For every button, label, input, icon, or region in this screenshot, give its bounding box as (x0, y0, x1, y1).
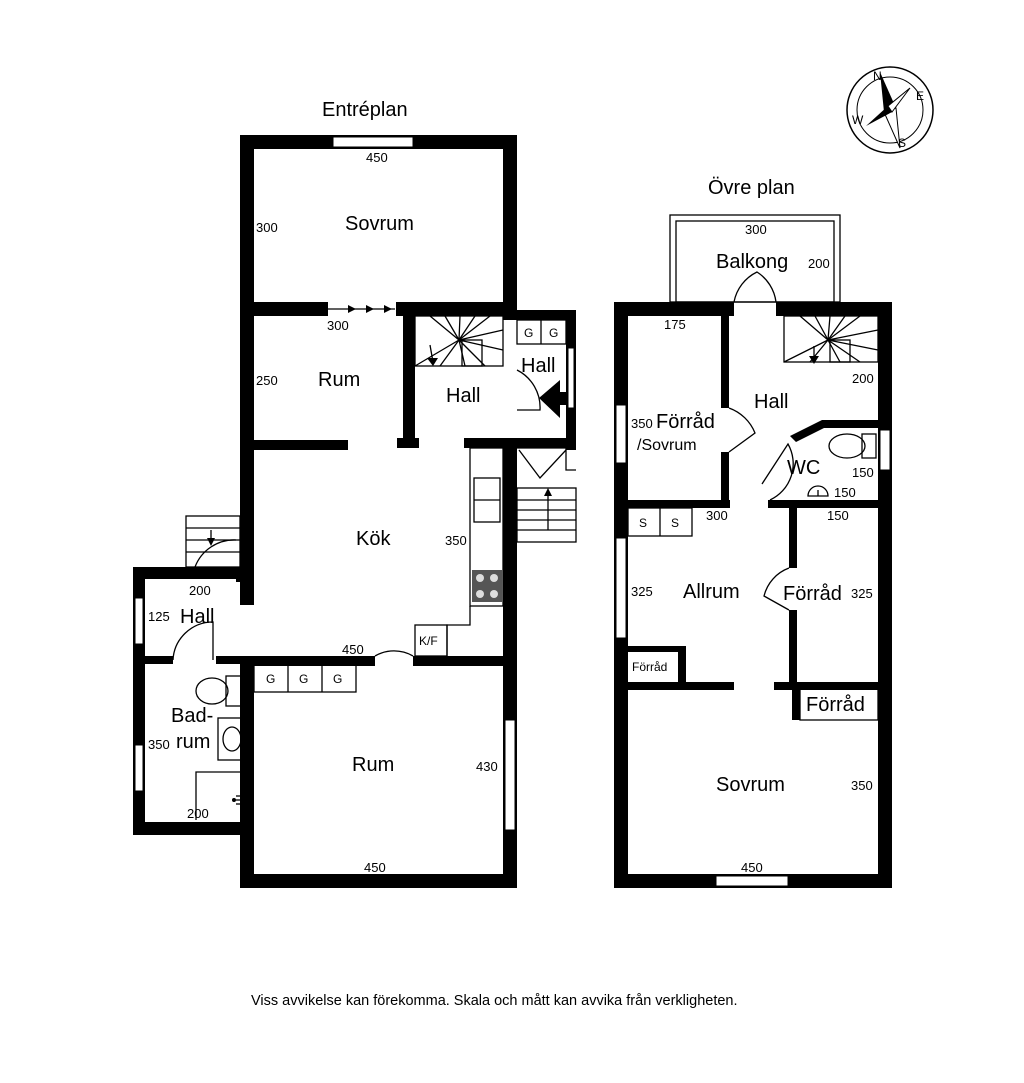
room-bad-line1: Bad- (171, 705, 213, 727)
compass-rose: N E S W (846, 66, 934, 154)
room-sovrum-entry: Sovrum (345, 213, 414, 235)
fixture-g-5: G (333, 672, 342, 686)
compass-s: S (898, 136, 906, 150)
room-forrad-right: Förråd (783, 583, 842, 605)
dim-forrad-sovrum-w: 175 (664, 317, 686, 332)
dim-bad-w: 200 (187, 806, 209, 821)
room-hall-stair: Hall (446, 385, 480, 407)
dim-hall-side-h: 125 (148, 609, 170, 624)
fixture-s-2: S (671, 516, 679, 530)
compass-w: W (852, 113, 864, 127)
dim-sovrum-w: 450 (366, 150, 388, 165)
room-hall-entry: Hall (521, 355, 555, 377)
room-allrum: Allrum (683, 581, 740, 603)
room-forrad-sovrum-line1: Förråd (656, 411, 715, 433)
dim-sovrum-h: 300 (256, 220, 278, 235)
upper-level-title: Övre plan (708, 177, 795, 199)
dim-allrum-w: 300 (706, 508, 728, 523)
dim-forrad-sovrum-h: 350 (631, 416, 653, 431)
room-kok: Kök (356, 528, 391, 550)
room-forrad-small: Förråd (632, 660, 667, 674)
fixture-g-3: G (266, 672, 275, 686)
dim-rum-bottom-h: 430 (476, 759, 498, 774)
room-balkong: Balkong (716, 251, 788, 273)
entrance-arrow-icon (539, 380, 566, 418)
fixture-g-2: G (549, 326, 558, 340)
dim-wc-h: 150 (852, 465, 874, 480)
room-wc: WC (787, 457, 820, 479)
dim-allrum-h: 325 (631, 584, 653, 599)
dim-rum-top-w: 300 (327, 318, 349, 333)
dim-forrad-right-h: 325 (851, 586, 873, 601)
disclaimer-text: Viss avvikelse kan förekomma. Skala och … (251, 993, 738, 1009)
dim-sovrum-upper-h: 350 (851, 778, 873, 793)
room-sovrum-upper: Sovrum (716, 774, 785, 796)
room-forrad-box: Förråd (806, 694, 865, 716)
compass-e: E (916, 89, 924, 103)
dim-balkong-w: 300 (745, 222, 767, 237)
dim-bad-h: 350 (148, 737, 170, 752)
fixture-g-4: G (299, 672, 308, 686)
room-rum-top: Rum (318, 369, 360, 391)
dim-kok-w: 450 (342, 642, 364, 657)
upper-level-windows (615, 404, 891, 887)
upper-level-labels: Balkong Förråd /Sovrum Hall WC Allrum Fö… (631, 222, 874, 875)
dim-kok-h: 350 (445, 533, 467, 548)
entry-level-labels: Sovrum Rum Hall Hall Kök Hall Bad- rum R… (148, 150, 555, 875)
room-hall-side: Hall (180, 606, 214, 628)
room-hall-upper: Hall (754, 391, 788, 413)
fixture-kf: K/F (419, 634, 438, 648)
dim-balkong-h: 200 (808, 256, 830, 271)
entry-level-fixtures: G G K/F (172, 305, 577, 820)
dim-wc-w1: 150 (834, 485, 856, 500)
dim-rum-bottom-w: 450 (364, 860, 386, 875)
compass-n: N (873, 69, 882, 83)
room-rum-bottom: Rum (352, 754, 394, 776)
dim-rum-top-h: 250 (256, 373, 278, 388)
dim-hall-upper-w: 200 (852, 371, 874, 386)
dim-sovrum-upper-w: 450 (741, 860, 763, 875)
dim-hall-side-w: 200 (189, 583, 211, 598)
room-bad-line2: rum (176, 731, 210, 753)
entry-level-title: Entréplan (322, 99, 408, 121)
dim-wc-w2: 150 (827, 508, 849, 523)
upper-level-fixtures: S S (627, 214, 879, 721)
fixture-s-1: S (639, 516, 647, 530)
entry-level-windows (134, 136, 575, 831)
fixture-g-1: G (524, 326, 533, 340)
room-forrad-sovrum-line2: /Sovrum (637, 437, 697, 454)
